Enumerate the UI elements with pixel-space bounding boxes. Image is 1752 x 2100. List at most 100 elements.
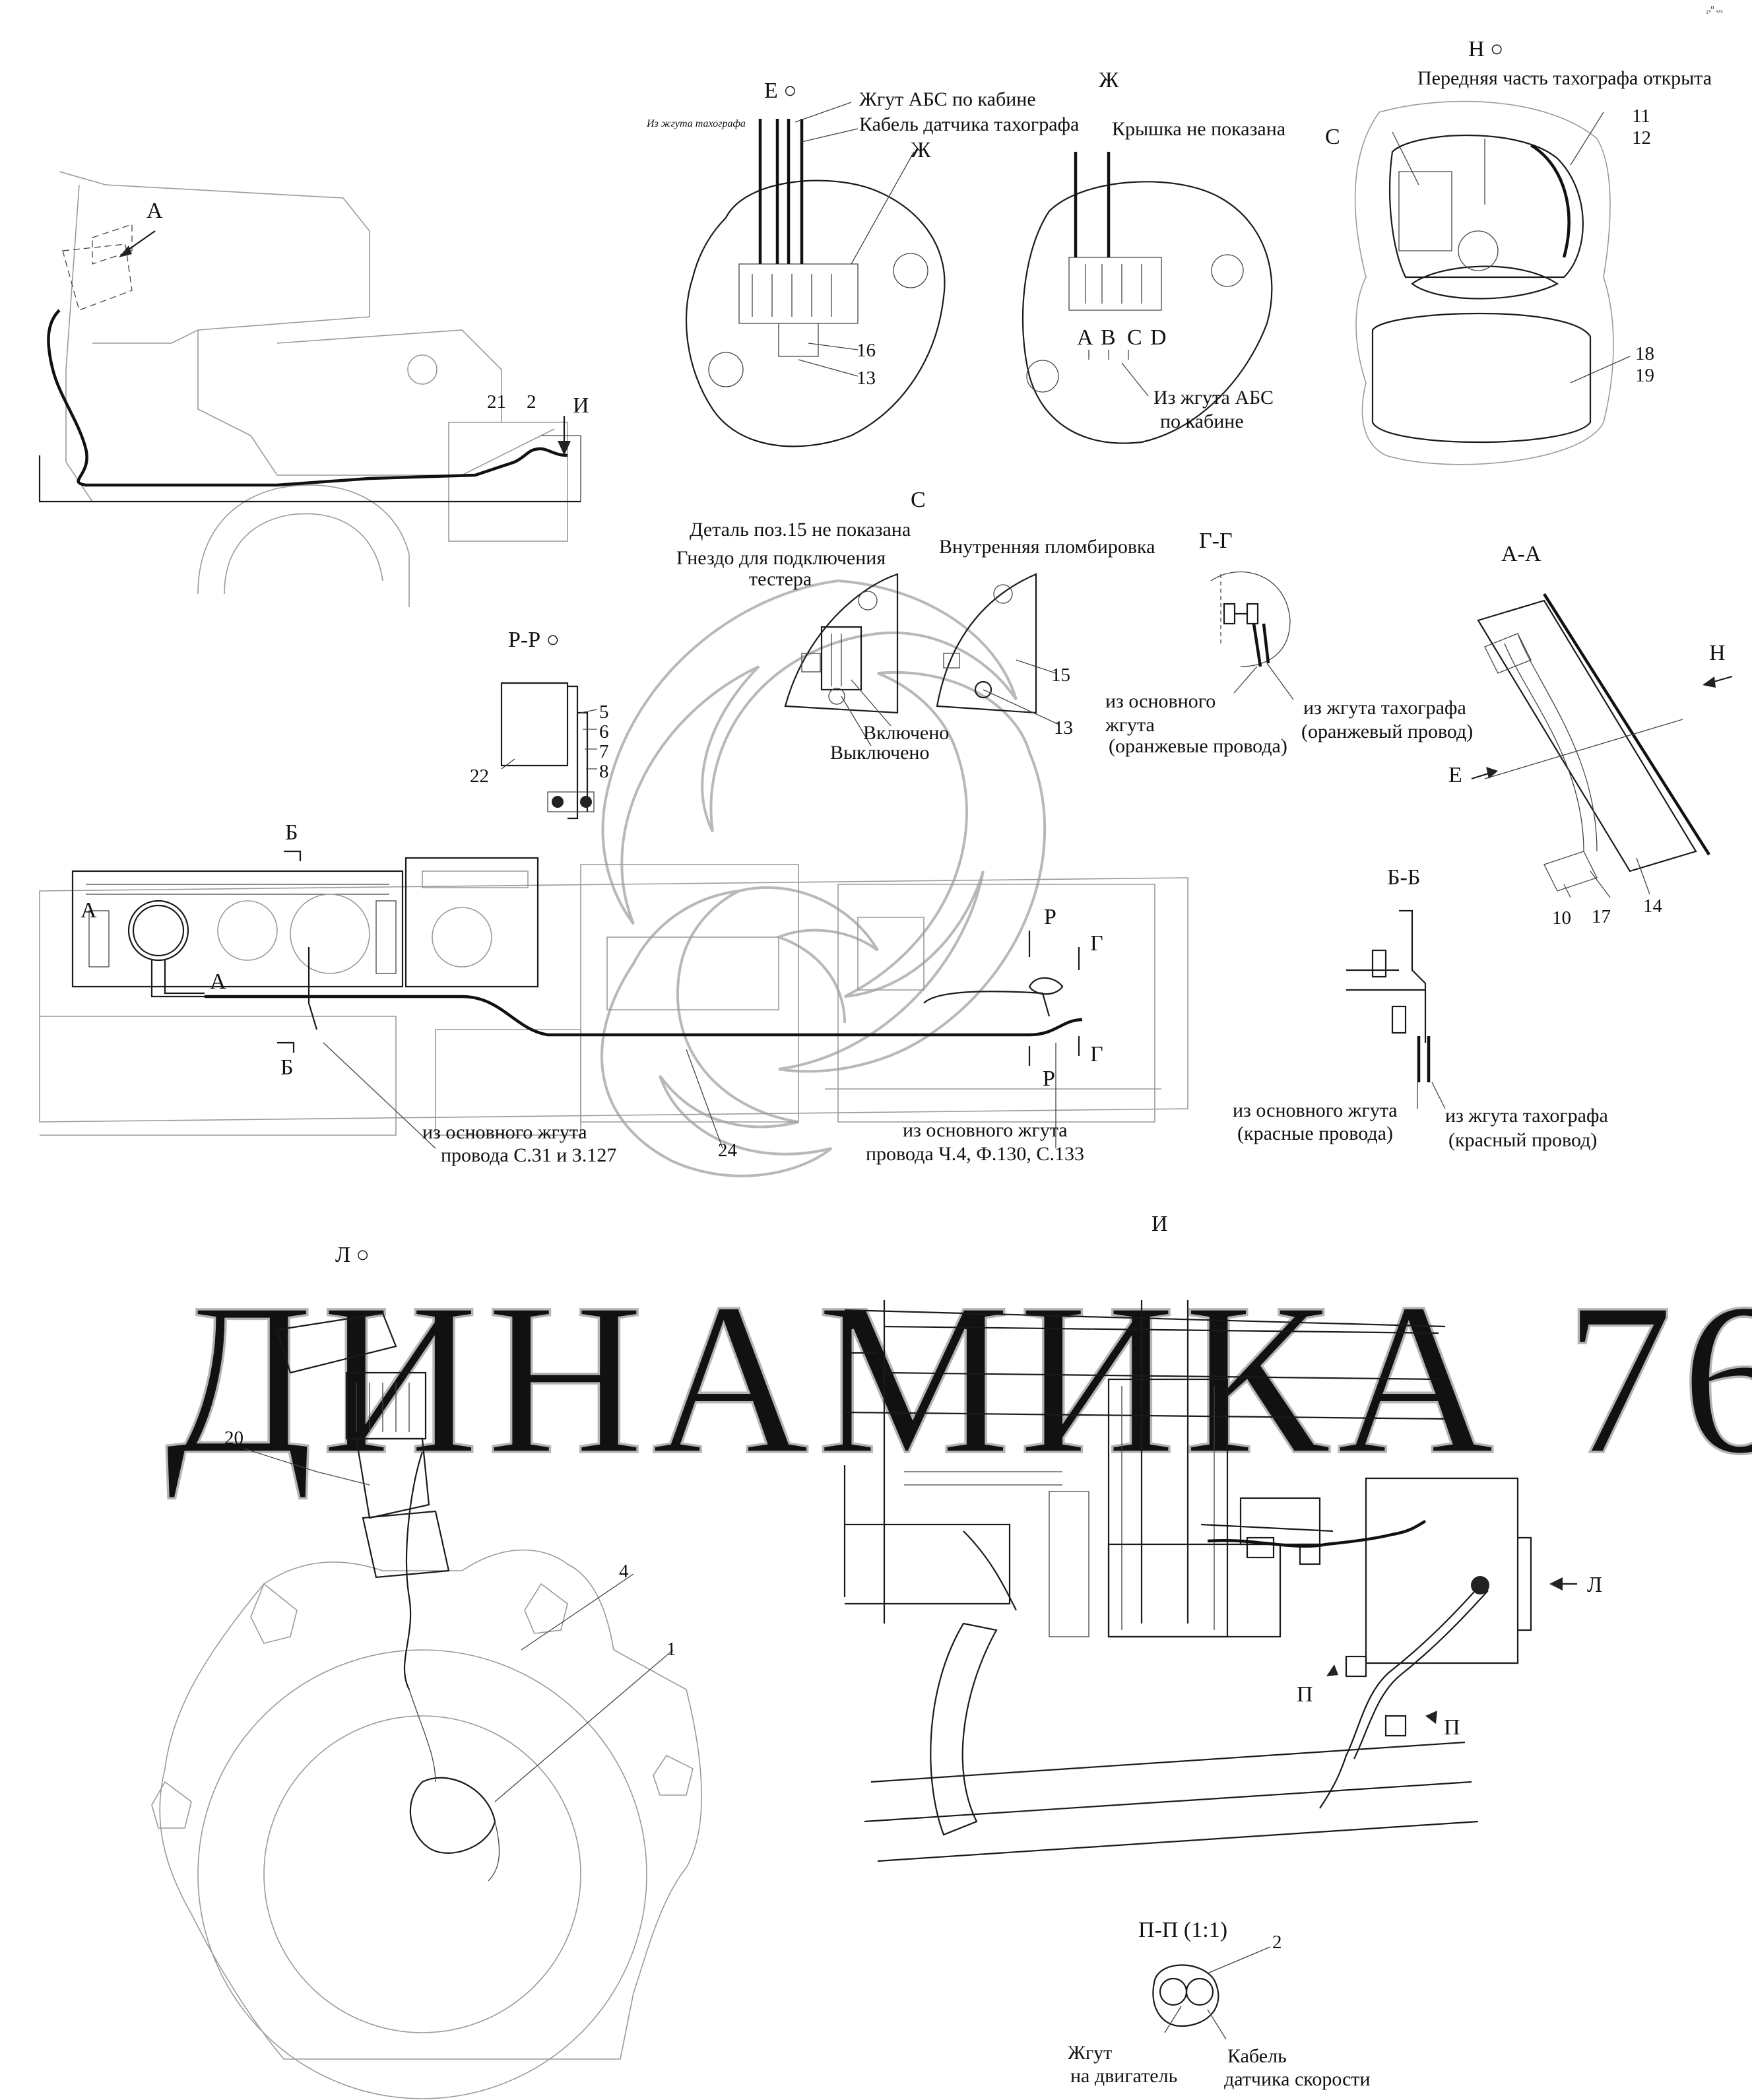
view-e-item-13: 13 — [857, 368, 876, 389]
view-zh-drawing — [1022, 152, 1273, 444]
dash-section-b-bottom-mark — [277, 1041, 295, 1053]
dashboard-view — [39, 857, 1188, 1149]
dash-section-b-bottom: Б — [280, 1055, 294, 1080]
corner-mark: ₂ₓ⁰ ₓₓₓ — [1706, 5, 1723, 14]
section-rr-item-7: 7 — [599, 741, 609, 762]
section-pp-cable-2: датчика скорости — [1224, 2068, 1371, 2090]
view-n-item-11: 11 — [1632, 106, 1650, 127]
section-bb-main-2: (красные провода) — [1237, 1123, 1393, 1144]
view-c-item-15: 15 — [1051, 665, 1070, 686]
section-gg-title: Г-Г — [1199, 529, 1233, 553]
view-zh-pin-b: B — [1101, 325, 1116, 350]
view-l-title: Л ○ — [335, 1243, 370, 1267]
view-c-detail-note: Деталь поз.15 не показана — [690, 519, 911, 541]
view-n-drawing — [1354, 100, 1631, 465]
dash-item-24: 24 — [718, 1140, 738, 1161]
view-n-title: Н ○ — [1468, 37, 1504, 61]
cab-item-2: 2 — [527, 391, 536, 412]
section-bb-title: Б-Б — [1387, 865, 1420, 890]
cab-arrow-i-head — [558, 441, 571, 455]
view-zh-note: Крышка не показана — [1112, 118, 1285, 140]
section-bb-drawing — [1346, 909, 1446, 1109]
section-aa-item-17: 17 — [1592, 906, 1611, 927]
section-aa-arrow-e-head — [1486, 767, 1498, 779]
view-i-ref-l: Л — [1587, 1573, 1602, 1597]
view-n-item-19: 19 — [1635, 365, 1654, 386]
dash-main-left-2: провода С.31 и З.127 — [441, 1144, 616, 1166]
dash-ref-a-1: А — [81, 898, 97, 923]
view-n-item-18: 18 — [1635, 343, 1654, 364]
dash-main-left-1: из основного жгута — [422, 1121, 587, 1143]
dash-section-p-top: Р — [1044, 905, 1056, 929]
dash-section-b-top-mark — [284, 850, 302, 861]
section-pp-item-2: 2 — [1272, 1932, 1282, 1953]
view-e-cable-abs: Жгут АБС по кабине — [859, 88, 1036, 110]
section-rr-drawing — [500, 682, 598, 820]
view-i-ref-p1: П — [1297, 1682, 1313, 1707]
view-i-arrow-p2-head — [1425, 1711, 1437, 1724]
view-i-arrow-p1-head — [1326, 1664, 1338, 1676]
watermark-text: ДИНАМИКА 76 — [165, 1259, 1752, 1499]
cab-arrow-a-head — [119, 246, 132, 257]
section-aa-title: А-А — [1501, 542, 1541, 566]
dash-section-p-bottom: Р — [1043, 1066, 1055, 1091]
section-aa-item-10: 10 — [1552, 907, 1571, 929]
view-c-drawing — [784, 573, 1060, 746]
section-bb-tacho-1: из жгута тахографа — [1445, 1105, 1608, 1127]
section-bb-main-1: из основного жгута — [1233, 1099, 1398, 1121]
view-e-title: Е ○ — [764, 79, 797, 103]
view-c-on: Включено — [863, 722, 949, 744]
section-gg-main-1: из основного — [1105, 690, 1216, 712]
view-e-cable-tacho: Кабель датчика тахографа — [859, 114, 1079, 135]
view-l-item-1: 1 — [666, 1639, 676, 1660]
section-gg-main-2: жгута — [1105, 714, 1155, 736]
view-l-drawing — [151, 1312, 702, 2099]
section-pp-harness-2: на двигатель — [1070, 2065, 1177, 2087]
section-rr-item-22: 22 — [470, 766, 489, 787]
view-zh-title: Ж — [1099, 68, 1119, 92]
view-c-off: Выключено — [830, 742, 929, 764]
view-c-socket-2: тестера — [749, 568, 812, 590]
view-e-ref-zh: Ж — [911, 138, 931, 162]
view-zh-pin-c: C — [1127, 325, 1142, 350]
section-aa-item-14: 14 — [1643, 896, 1663, 917]
view-c-item-13: 13 — [1054, 717, 1073, 738]
section-gg-main-3: (оранжевые провода) — [1109, 735, 1287, 757]
section-rr-title: Р-Р ○ — [508, 628, 560, 652]
dash-main-right-2: провода Ч.4, Ф.130, С.133 — [866, 1143, 1084, 1165]
view-e-item-16: 16 — [857, 340, 876, 361]
view-e-side-note: Из жгута тахографа — [646, 118, 746, 129]
dash-section-g-top: Г — [1090, 931, 1103, 956]
view-zh-pin-a: A — [1077, 325, 1093, 350]
view-i-drawing — [843, 1300, 1532, 1862]
cab-ref-i: И — [573, 393, 589, 418]
section-gg-tacho-2: (оранжевый провод) — [1301, 721, 1473, 742]
view-i-arrow-l-head — [1549, 1577, 1563, 1591]
view-i-ref-p2: П — [1444, 1715, 1460, 1740]
section-pp-cable-1: Кабель — [1227, 2045, 1287, 2067]
view-n-ref-c: С — [1325, 125, 1340, 149]
section-rr-item-5: 5 — [599, 702, 609, 723]
section-rr-item-6: 6 — [599, 721, 609, 742]
view-c-inner-seal: Внутренняя пломбировка — [939, 536, 1155, 558]
view-zh-from-abs-1: Из жгута АБС — [1153, 387, 1274, 409]
section-aa-arrow-h-head — [1703, 676, 1716, 688]
cab-ref-a: А — [146, 199, 163, 223]
dash-main-right-1: из основного жгута — [903, 1119, 1068, 1141]
view-n-note: Передняя часть тахографа открыта — [1417, 67, 1712, 89]
dash-ref-a-2: А — [210, 969, 226, 994]
section-bb-tacho-2: (красный провод) — [1448, 1129, 1597, 1151]
view-zh-from-abs-2: по кабине — [1160, 410, 1244, 432]
view-c-socket-1: Гнездо для подключения — [676, 547, 886, 569]
dash-section-b-top: Б — [285, 820, 298, 845]
view-n-item-12: 12 — [1632, 127, 1651, 148]
section-pp-harness-1: Жгут — [1068, 2042, 1112, 2064]
view-e-drawing — [685, 102, 946, 447]
section-aa-drawing — [1477, 593, 1710, 898]
view-c-title: С — [911, 488, 926, 512]
view-l-item-20: 20 — [224, 1427, 243, 1449]
section-rr-item-8: 8 — [599, 761, 609, 782]
view-zh-pin-d: D — [1150, 325, 1167, 350]
section-pp-drawing — [1152, 1946, 1271, 2040]
